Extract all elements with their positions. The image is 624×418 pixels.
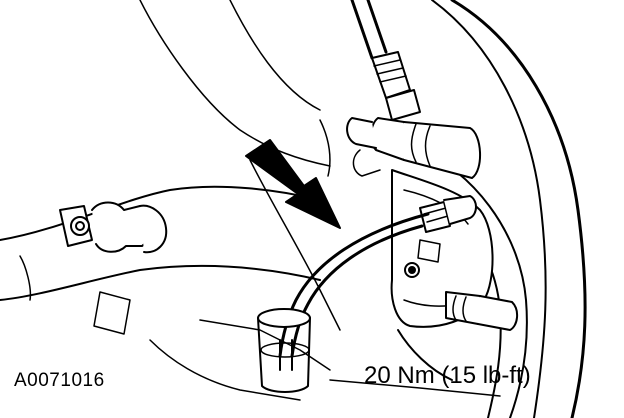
caliper-bolt-lower [445,291,518,331]
caliper-fitting-upper [346,117,481,179]
suspension-arm [0,185,321,335]
bleeder-hose [278,212,430,358]
bleeder-screw-icon [419,195,477,233]
arrow-pointer-icon [245,139,341,229]
brake-hose-upper [350,0,421,121]
torque-spec-label: 20 Nm (15 lb-ft) [364,362,531,389]
figure-id-label: A0071016 [14,370,105,391]
drain-container-icon [257,308,311,393]
chassis-outline [139,0,501,401]
wheel-arc [431,0,587,418]
